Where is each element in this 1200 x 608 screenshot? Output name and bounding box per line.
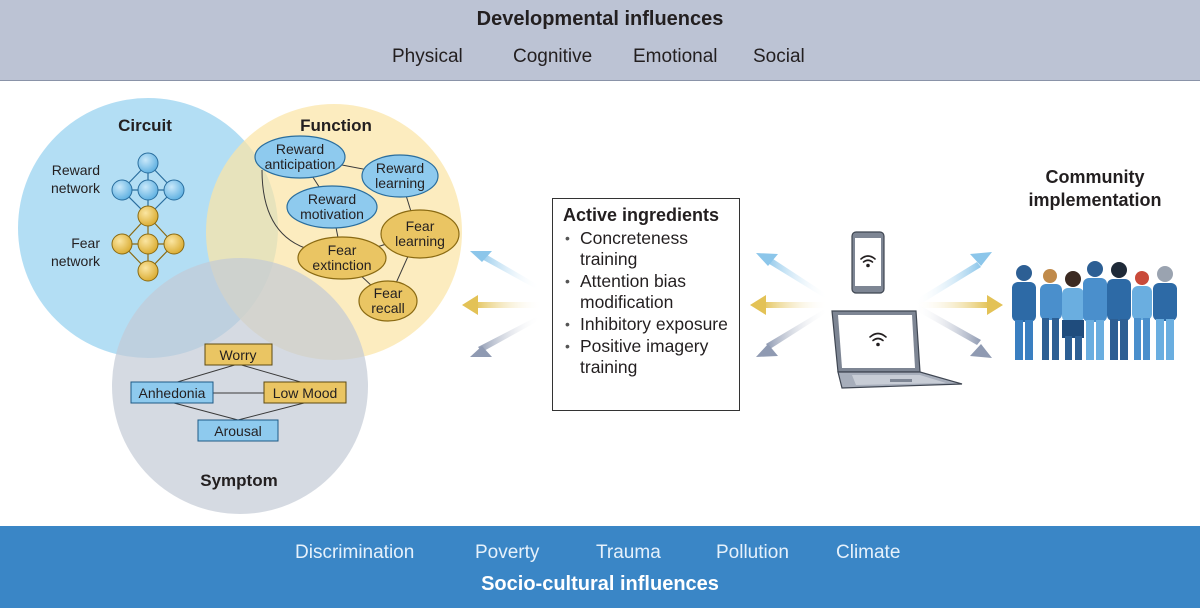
arrow-right-gold [915, 295, 1003, 315]
arrow-left-blue [470, 251, 540, 291]
community-implementation-title: Community implementation [995, 166, 1195, 212]
circuit-title: Circuit [118, 116, 172, 135]
low-mood-node [263, 381, 347, 404]
sociocultural-influences-band [0, 526, 1200, 608]
symptom-links [173, 363, 305, 421]
fear-node [137, 233, 159, 255]
person-figure [1062, 271, 1084, 360]
fear-recall-line1: Fear [374, 285, 403, 301]
sociocultural-influences-title: Socio-cultural influences [481, 573, 719, 595]
sociocultural-item-discrimination: Discrimination [295, 542, 415, 563]
fear-extinction-node [297, 236, 387, 280]
symptom-title: Symptom [200, 471, 277, 490]
laptop-icon [831, 310, 963, 389]
sociocultural-item-trauma: Trauma [596, 542, 661, 563]
fear-node [137, 260, 159, 282]
wifi-icon [860, 255, 876, 268]
fear-node [163, 233, 185, 255]
fear-network-label-line2: network [51, 253, 101, 269]
fear-recall-node [358, 280, 418, 322]
symptom-circle [112, 258, 368, 514]
person-figure [1040, 269, 1062, 360]
reward-node [137, 152, 159, 174]
developmental-influences-band [0, 0, 1200, 81]
reward-network-label-line1: Reward [52, 162, 100, 178]
reward-learning-line2: learning [375, 175, 425, 191]
arrow-right-gray [915, 305, 992, 358]
arrow-right-blue [915, 252, 992, 305]
person-figure [1132, 271, 1152, 360]
developmental-item-physical: Physical [392, 46, 463, 67]
developmental-item-emotional: Emotional [633, 46, 718, 67]
arrow-left-gray [470, 315, 540, 357]
community-title-line1: Community [1045, 167, 1145, 187]
fear-learning-line1: Fear [406, 218, 435, 234]
ingredient-attention-bias-modification: Attention bias modification [563, 271, 731, 313]
fear-network-label-line1: Fear [71, 235, 100, 251]
sociocultural-item-climate: Climate [836, 542, 901, 563]
arrow-left-gold [462, 295, 542, 315]
community-title-line2: implementation [1028, 190, 1162, 210]
arousal-node [197, 419, 279, 442]
reward-motivation-line2: motivation [300, 206, 364, 222]
reward-node [163, 179, 185, 201]
arrow-left-gray [756, 307, 828, 357]
arrow-left-blue [756, 253, 828, 300]
sociocultural-item-pollution: Pollution [716, 542, 789, 563]
low-mood-label: Low Mood [273, 385, 338, 401]
person-figure [1107, 262, 1131, 360]
anhedonia-node [130, 381, 214, 404]
worry-node [204, 343, 273, 366]
function-title: Function [300, 116, 372, 135]
circuit-nodes [111, 152, 185, 282]
reward-learning-line1: Reward [376, 160, 424, 176]
ingredient-inhibitory-exposure: Inhibitory exposure [563, 314, 731, 335]
fear-node [137, 205, 159, 227]
anhedonia-label: Anhedonia [139, 385, 206, 401]
arrows-to-ingredients [750, 253, 828, 357]
reward-network-label-line2: network [51, 180, 101, 196]
worry-label: Worry [219, 347, 256, 363]
wifi-icon [869, 332, 887, 347]
reward-motivation-line1: Reward [308, 191, 356, 207]
person-figure [1153, 266, 1177, 360]
fear-extinction-line2: extinction [312, 257, 371, 273]
fear-learning-line2: learning [395, 233, 445, 249]
fear-learning-node [380, 209, 460, 259]
developmental-item-social: Social [753, 46, 805, 67]
person-figure [1012, 265, 1036, 360]
reward-learning-node [361, 154, 439, 198]
smartphone-icon [851, 231, 885, 294]
active-ingredients-title: Active ingredients [563, 205, 720, 225]
reward-anticipation-line2: anticipation [265, 156, 336, 172]
symptom-nodes: Worry Anhedonia Low Mood Arousal [130, 343, 347, 442]
reward-anticipation-line1: Reward [276, 141, 324, 157]
arousal-label: Arousal [214, 423, 261, 439]
developmental-influences-title: Developmental influences [476, 8, 724, 30]
arrows-to-community [915, 252, 1003, 358]
ingredient-positive-imagery-training: Positive imagery training [563, 336, 731, 378]
reward-node [137, 179, 159, 201]
arrows-to-venn [462, 251, 542, 357]
sociocultural-item-poverty: Poverty [475, 542, 540, 563]
person-figure [1083, 261, 1107, 360]
function-nodes: Reward anticipation Reward learning Rewa… [254, 135, 460, 322]
reward-node [111, 179, 133, 201]
reward-anticipation-node [254, 135, 346, 179]
active-ingredients-box: Active ingredients Concreteness training… [552, 198, 740, 411]
developmental-item-cognitive: Cognitive [513, 46, 593, 67]
people-group-icon [1012, 261, 1177, 360]
fear-recall-line2: recall [371, 300, 404, 316]
ingredient-concreteness-training: Concreteness training [563, 228, 731, 270]
arrow-left-gold [750, 295, 828, 315]
reward-motivation-node [286, 185, 378, 229]
active-ingredients-list: Concreteness training Attention bias mod… [563, 228, 731, 378]
fear-node [111, 233, 133, 255]
fear-extinction-line1: Fear [328, 242, 357, 258]
